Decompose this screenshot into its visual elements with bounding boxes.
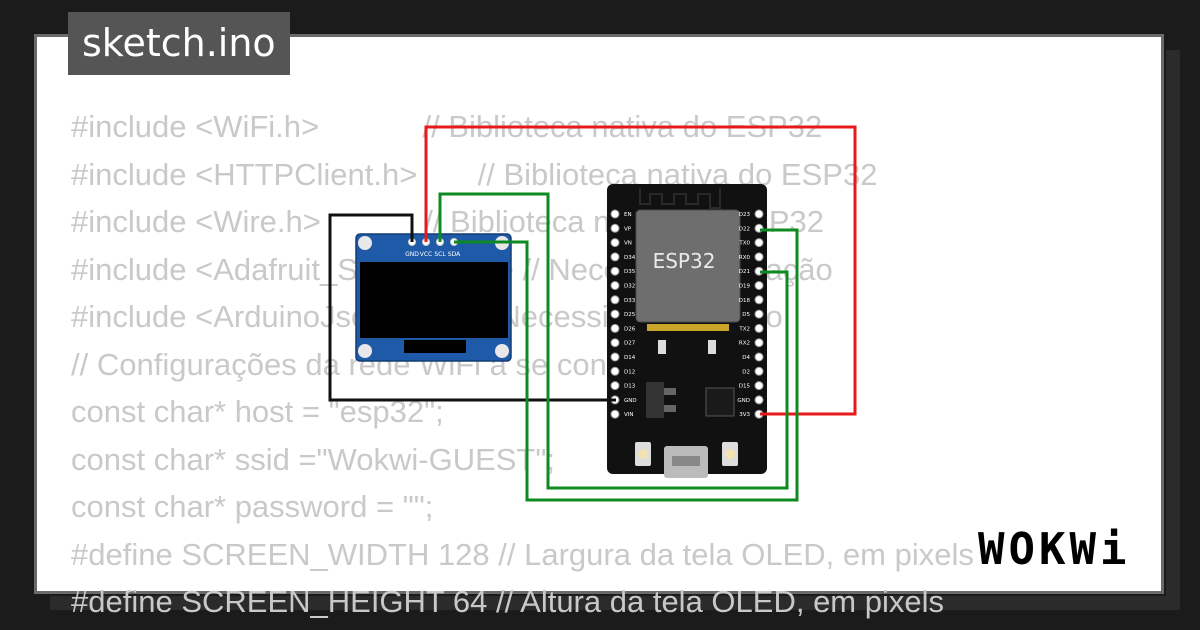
- esp32-pin-label: D2: [742, 369, 750, 375]
- esp32-pin[interactable]: [754, 209, 764, 219]
- esp32-pin-label: RX0: [739, 255, 751, 261]
- esp32-pin[interactable]: [754, 252, 764, 262]
- esp32-pin[interactable]: [754, 309, 764, 319]
- esp32-pin[interactable]: [610, 338, 620, 348]
- oled-mount-hole: [358, 236, 372, 250]
- esp32-pin-label: D21: [739, 269, 750, 275]
- esp32-pin-label: VP: [624, 226, 632, 232]
- esp32-pin[interactable]: [754, 295, 764, 305]
- esp32-pin-label: RX2: [739, 341, 750, 347]
- usb-opening: [672, 456, 700, 466]
- esp32-pin-label: D15: [739, 384, 751, 390]
- esp32-pin[interactable]: [610, 238, 620, 248]
- regulator-lead: [664, 388, 676, 395]
- scl-wire[interactable]: [438, 192, 789, 490]
- oled-ribbon: [404, 340, 466, 353]
- esp32-pin-label: D4: [742, 355, 750, 361]
- sda-wire[interactable]: [454, 228, 799, 502]
- esp32-pin[interactable]: [610, 209, 620, 219]
- esp32-pin-label: D33: [624, 298, 636, 304]
- oled-pin-label: VCC: [420, 251, 432, 258]
- file-name-tab: sketch.ino: [68, 12, 290, 75]
- code-line: const char* password = "";: [71, 489, 434, 524]
- esp32-pin-label: D25: [624, 312, 636, 318]
- voltage-regulator: [646, 382, 664, 418]
- esp32-pin-label: GND: [737, 398, 750, 404]
- esp32-pin-label: D23: [739, 212, 751, 218]
- code-preview: #include <WiFi.h> // Biblioteca nativa d…: [71, 103, 974, 626]
- esp32-pin[interactable]: [610, 252, 620, 262]
- esp32-pin-label: 3V3: [739, 412, 750, 418]
- esp32-pin-label: EN: [624, 212, 632, 218]
- esp32-pin-label: D26: [624, 326, 636, 332]
- code-line: #define SCREEN_WIDTH 128 // Largura da t…: [71, 536, 974, 572]
- esp32-pin-label: D13: [624, 384, 636, 390]
- oled-pin-label: GND: [405, 251, 419, 258]
- esp32-pin[interactable]: [754, 338, 764, 348]
- esp32-pin-label: D35: [624, 269, 636, 275]
- esp32-label: ESP32: [653, 249, 716, 273]
- code-line: #define SCREEN_HEIGHT 64 // Altura da te…: [71, 584, 944, 619]
- esp32-pin[interactable]: [754, 381, 764, 391]
- code-line: const char* host = "esp32";: [71, 394, 444, 429]
- esp32-pin-label: D12: [624, 369, 635, 375]
- esp32-pin[interactable]: [754, 395, 764, 405]
- antenna-trace: [639, 188, 721, 209]
- esp32-pin-label: D19: [739, 284, 751, 290]
- oled-mount-hole: [358, 344, 372, 358]
- oled-mount-hole: [495, 344, 509, 358]
- code-line: const char* ssid ="Wokwi-GUEST";: [71, 441, 555, 477]
- esp32-pin[interactable]: [610, 223, 620, 233]
- esp32-pin-label: D22: [739, 226, 750, 232]
- esp32-pin[interactable]: [610, 309, 620, 319]
- oled-pin-label: SDA: [448, 251, 461, 258]
- esp32-pin[interactable]: [754, 352, 764, 362]
- regulator-lead: [664, 405, 676, 412]
- esp32-pin-label: D5: [742, 312, 750, 318]
- esp32-pin[interactable]: [754, 323, 764, 333]
- esp32-pin-label: GND: [624, 398, 637, 404]
- esp32-pin-label: TX2: [738, 326, 750, 332]
- esp32-pin[interactable]: [610, 366, 620, 376]
- esp32-pin[interactable]: [610, 409, 620, 419]
- esp32-pin[interactable]: [610, 381, 620, 391]
- usb-uart-chip: [705, 387, 735, 417]
- boot-button-cap: [638, 449, 648, 459]
- vcc-wire[interactable]: [424, 125, 857, 416]
- card-shadow-bottom: [50, 596, 1180, 610]
- esp32-pin[interactable]: [610, 323, 620, 333]
- esp32-pin-label: D18: [739, 298, 751, 304]
- esp32-board[interactable]: ESP32 ENVPVND34D35D32D33D25D26D27D14D12D…: [607, 184, 767, 478]
- esp32-pin-label: VIN: [624, 412, 634, 418]
- esp32-pin-label: D32: [624, 284, 635, 290]
- module-castellations: [647, 324, 729, 331]
- esp32-pin-label: VN: [624, 241, 632, 247]
- smd-component: [658, 340, 666, 354]
- oled-display[interactable]: GND VCC SCL SDA: [355, 233, 512, 362]
- gnd-wire[interactable]: [328, 213, 616, 402]
- oled-screen: [360, 262, 508, 338]
- esp32-pin[interactable]: [610, 352, 620, 362]
- wokwi-logo: WOKWi: [978, 524, 1131, 575]
- esp32-pin[interactable]: [610, 266, 620, 276]
- smd-component: [708, 340, 716, 354]
- esp32-pin-label: D14: [624, 355, 636, 361]
- en-button-cap: [725, 449, 735, 459]
- esp32-pin-label: D34: [624, 255, 636, 261]
- wiring[interactable]: [328, 125, 857, 502]
- esp32-pin-label: TX0: [738, 241, 750, 247]
- esp32-pin[interactable]: [754, 238, 764, 248]
- card-shadow-right: [1166, 50, 1180, 610]
- esp32-pin[interactable]: [754, 366, 764, 376]
- oled-pin-label: SCL: [434, 251, 446, 258]
- esp32-pin[interactable]: [610, 295, 620, 305]
- esp32-pin[interactable]: [754, 281, 764, 290]
- esp32-pin-label: D27: [624, 341, 636, 347]
- esp32-module-shield: [635, 209, 741, 323]
- esp32-pin[interactable]: [610, 281, 620, 290]
